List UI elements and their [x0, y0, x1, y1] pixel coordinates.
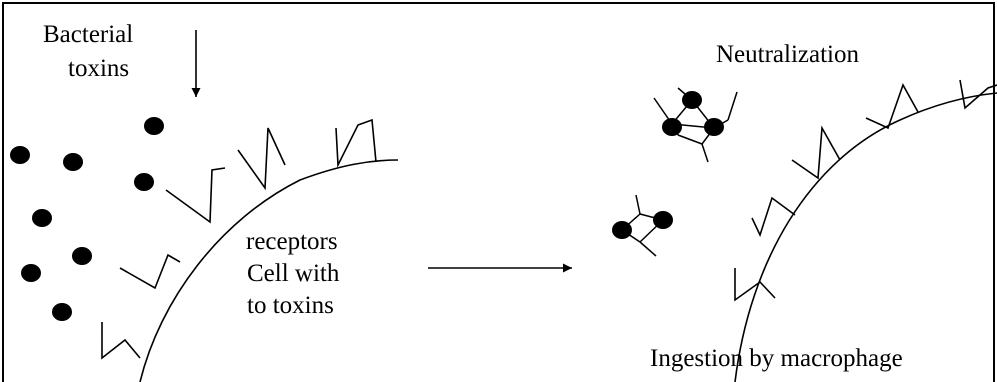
receptor [335, 118, 377, 169]
toxin-dot [32, 209, 52, 227]
toxin-dot [144, 117, 164, 135]
toxin-dot [10, 146, 30, 164]
right-cell-membrane [734, 92, 997, 382]
receptor [734, 268, 776, 302]
left-cell-receptors [101, 118, 377, 360]
label-bacterial: Bacterial [43, 21, 133, 48]
toxin-dot [52, 303, 72, 321]
receptor [791, 125, 841, 180]
label-cell-with: Cell with [247, 260, 340, 287]
receptor [119, 253, 181, 290]
receptor [865, 83, 919, 130]
receptor [165, 167, 226, 224]
label-to-toxins: to toxins [247, 292, 334, 319]
toxin-dot [134, 173, 154, 191]
label-neutralization: Neutralization [716, 41, 859, 68]
label-toxins: toxins [68, 55, 129, 82]
label-ingestion: Ingestion by macrophage [650, 345, 903, 372]
receptor [237, 127, 286, 191]
left-cell-membrane [139, 159, 399, 382]
receptor [751, 196, 796, 238]
label-receptors: receptors [246, 228, 338, 255]
right-cell-receptors [734, 79, 997, 302]
toxin-dot [63, 153, 83, 171]
antibody-toxin-complex-large [653, 87, 738, 163]
toxin-dot [72, 247, 92, 265]
antibody-toxin-complex-small [612, 194, 673, 257]
free-toxins [10, 117, 164, 321]
receptor [101, 322, 141, 360]
toxin-dot [21, 264, 41, 282]
receptor [959, 79, 997, 110]
